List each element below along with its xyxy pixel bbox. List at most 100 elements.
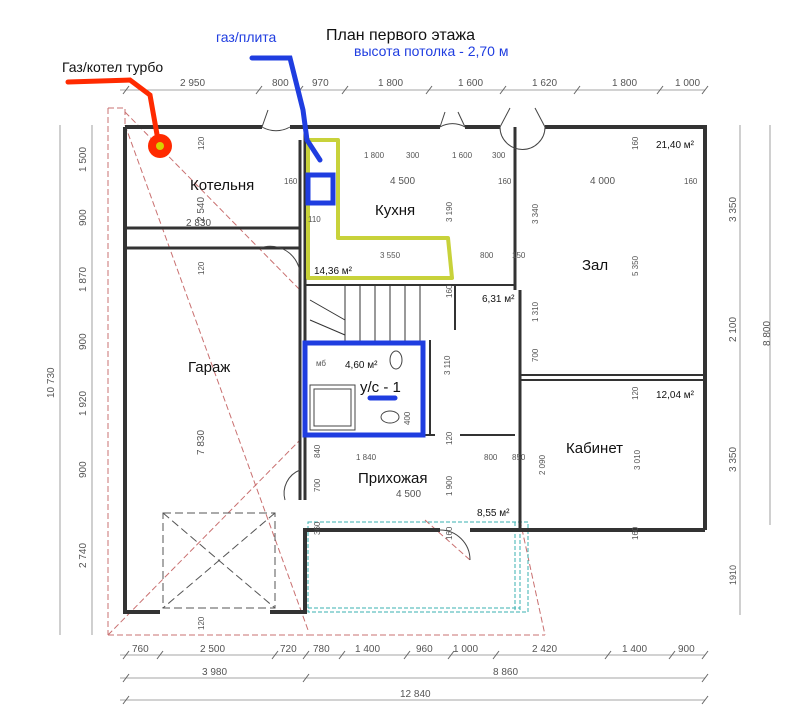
dim-garage-h: 7 830 (196, 430, 207, 455)
dim-o-3010: 3 010 (633, 449, 642, 470)
dim-n-850: 850 (512, 453, 526, 462)
dim-top-3: 1 800 (378, 78, 403, 89)
dim-n-160-d: 160 (631, 136, 640, 150)
dim-k-150: 150 (512, 251, 526, 260)
dim-right-3: 1910 (728, 565, 738, 585)
area-office: 12,04 м² (656, 390, 695, 401)
dim-n-700-b: 700 (531, 348, 540, 362)
room-boiler: Котельня (190, 177, 254, 194)
plan-title: План первого этажа (326, 27, 475, 44)
dim-right-total: 8 800 (762, 321, 773, 346)
area-wc: 4,60 м² (345, 360, 378, 371)
stove-label: газ/плита (216, 29, 277, 45)
dim-n-120-a: 120 (197, 136, 206, 150)
room-hall: Прихожая (358, 470, 428, 487)
dim-n-120-d: 120 (631, 386, 640, 400)
dim-left-6: 2 740 (78, 543, 89, 568)
dim-top-2: 970 (312, 78, 329, 89)
terrace-outline (307, 521, 529, 613)
dim-bottom1-1: 2 500 (200, 644, 225, 655)
dim-bottom2-1: 8 860 (493, 667, 518, 678)
dim-bottom1-2: 720 (280, 644, 297, 655)
dim-n-160-b: 160 (498, 177, 512, 186)
dim-n-110: 110 (308, 215, 321, 224)
dim-o-2090: 2 090 (538, 454, 547, 475)
dim-bottom1-0: 760 (132, 644, 149, 655)
dim-bottom1-8: 1 400 (622, 644, 647, 655)
dim-n-160-e: 160 (445, 284, 454, 298)
dim-bottom1-9: 900 (678, 644, 695, 655)
dim-left-5: 900 (78, 461, 89, 478)
wc-label: у/с - 1 (360, 379, 401, 396)
dim-z-5350: 5 350 (631, 255, 640, 276)
dim-n-mb: мб (316, 359, 326, 368)
dim-n-160-g: 160 (445, 526, 454, 540)
boiler-marker-center (156, 142, 164, 150)
dim-right-2: 3 350 (728, 447, 739, 472)
dim-s-1310: 1 310 (531, 301, 540, 322)
area-stair: 6,31 м² (482, 294, 515, 305)
room-garage: Гараж (188, 359, 230, 376)
dim-right-1: 2 100 (728, 317, 739, 342)
dim-top-6: 1 800 (612, 78, 637, 89)
dimension-lines (59, 89, 771, 701)
dim-k-3190: 3 190 (445, 201, 454, 222)
dim-k-3550: 3 550 (380, 251, 401, 260)
dim-bottom-total: 12 840 (400, 689, 431, 700)
dim-h-1840: 1 840 (356, 453, 377, 462)
dim-bottom1-6: 1 000 (453, 644, 478, 655)
dim-left-3: 900 (78, 333, 89, 350)
dim-boiler-h: 2 540 (196, 197, 207, 222)
dimension-ticks (122, 85, 709, 705)
dim-n-400: 400 (403, 411, 412, 425)
dim-top-5: 1 620 (532, 78, 557, 89)
dim-k-1800: 1 800 (364, 151, 385, 160)
dim-n-120-c: 120 (197, 616, 206, 630)
dim-s-3110: 3 110 (443, 355, 452, 375)
kitchen-highlight (306, 138, 454, 280)
dim-top-1: 800 (272, 78, 289, 89)
area-kitchen: 14,36 м² (314, 266, 353, 277)
stove-annotation-stroke (249, 55, 426, 438)
walls (123, 125, 707, 614)
dim-bottom1-3: 780 (313, 644, 330, 655)
dim-z-3340: 3 340 (531, 203, 540, 224)
dim-top-4: 1 600 (458, 78, 483, 89)
dim-bottom2-0: 3 980 (202, 667, 227, 678)
boiler-annotation-stroke (65, 77, 161, 143)
dim-left-total: 10 730 (46, 367, 57, 398)
ceiling-height-note: высота потолка - 2,70 м (354, 43, 508, 59)
wc-fixtures (309, 350, 403, 431)
dim-n-160-c: 160 (684, 177, 698, 186)
area-living: 21,40 м² (656, 140, 695, 151)
dim-n-160-a: 160 (284, 177, 298, 186)
dim-h-4500: 4 500 (396, 489, 421, 500)
dim-n-360: 360 (313, 521, 322, 535)
dim-left-0: 1 500 (78, 147, 89, 172)
dim-n-120-e: 120 (445, 431, 454, 445)
dim-top-0: 2 950 (180, 78, 205, 89)
dim-h-800: 800 (484, 453, 498, 462)
area-hall: 8,55 м² (477, 508, 510, 519)
garage-parking-box (162, 512, 276, 609)
dim-k-4500: 4 500 (390, 176, 415, 187)
dim-k-800: 800 (480, 251, 494, 260)
dim-right-0: 3 350 (728, 197, 739, 222)
dim-bottom1-7: 2 420 (532, 644, 557, 655)
room-office: Кабинет (566, 440, 623, 457)
dim-left-2: 1 870 (78, 267, 89, 292)
dim-bottom1-5: 960 (416, 644, 433, 655)
room-kitchen: Кухня (375, 202, 415, 219)
dim-k-300b: 300 (492, 151, 506, 160)
boiler-label: Газ/котел турбо (62, 59, 163, 75)
doors (259, 107, 546, 561)
dim-n-700-a: 700 (313, 478, 322, 492)
dim-h-1900: 1 900 (445, 475, 454, 496)
dim-k-1600: 1 600 (452, 151, 473, 160)
dim-z-4000: 4 000 (590, 176, 615, 187)
dim-boiler-w: 2 830 (186, 218, 211, 229)
roof-outline (107, 107, 546, 636)
dim-left-4: 1 920 (78, 391, 89, 416)
dim-n-160-f: 160 (631, 526, 640, 540)
